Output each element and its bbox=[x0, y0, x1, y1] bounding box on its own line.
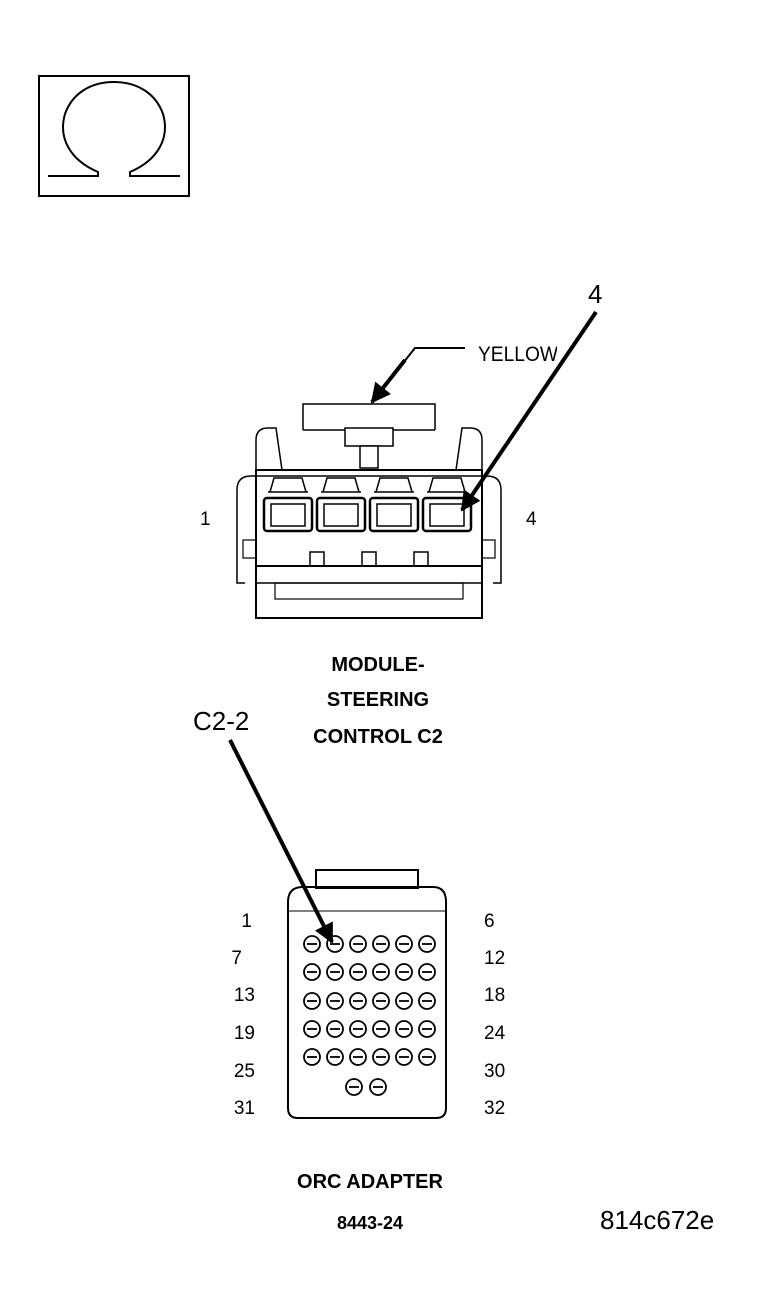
adapter-pin bbox=[418, 963, 436, 981]
adapter-pin bbox=[395, 935, 413, 953]
adapter-pin bbox=[395, 1048, 413, 1066]
adapter-pin bbox=[418, 992, 436, 1010]
adapter-pin bbox=[326, 963, 344, 981]
figure-id: 814c672e bbox=[600, 1205, 714, 1235]
terminal-cavities bbox=[262, 477, 473, 533]
adapter-pin bbox=[349, 1048, 367, 1066]
adapter-title: ORC ADAPTER bbox=[297, 1171, 443, 1193]
row-label-left: 19 bbox=[234, 1023, 255, 1044]
adapter-pin bbox=[303, 992, 321, 1010]
ohm-icon bbox=[48, 80, 180, 177]
adapter-row-labels-right: 6 12 18 24 30 32 bbox=[484, 911, 506, 1119]
wire-color-label: YELLOW bbox=[478, 343, 558, 366]
adapter-pin-grid bbox=[303, 935, 436, 1096]
adapter-pin bbox=[372, 963, 390, 981]
row-label-left: 13 bbox=[234, 985, 255, 1006]
adapter-pin bbox=[372, 1048, 390, 1066]
adapter-pin bbox=[326, 1020, 344, 1038]
adapter-pin bbox=[326, 992, 344, 1010]
adapter-pin bbox=[418, 935, 436, 953]
connector-title: MODULE- STEERING CONTROL C2 bbox=[313, 654, 443, 748]
row-label-right: 32 bbox=[484, 1098, 505, 1119]
wire-color-callout: YELLOW bbox=[370, 343, 558, 404]
pin-label-right: 4 bbox=[526, 509, 537, 530]
adapter-pin bbox=[345, 1078, 363, 1096]
adapter-row-labels-left: 1 7 13 19 25 31 bbox=[231, 911, 255, 1119]
adapter-pin bbox=[372, 1020, 390, 1038]
row-label-left: 25 bbox=[234, 1061, 255, 1082]
adapter-pin bbox=[395, 963, 413, 981]
row-label-left: 7 bbox=[231, 948, 242, 969]
terminal-cavity bbox=[315, 477, 367, 533]
row-label-right: 18 bbox=[484, 985, 505, 1006]
connector-title-line-2: STEERING bbox=[327, 689, 429, 711]
adapter-pin bbox=[326, 935, 344, 953]
row-label-left: 31 bbox=[234, 1098, 255, 1119]
row-label-right: 12 bbox=[484, 948, 505, 969]
terminal-cavity bbox=[421, 477, 473, 533]
row-label-right: 6 bbox=[484, 911, 495, 932]
adapter-pin bbox=[349, 963, 367, 981]
row-label-left: 1 bbox=[241, 911, 252, 932]
adapter-pin bbox=[326, 1048, 344, 1066]
adapter-pin bbox=[349, 992, 367, 1010]
orc-adapter-connector bbox=[287, 869, 447, 1119]
row-label-right: 24 bbox=[484, 1023, 506, 1044]
adapter-pin bbox=[303, 1020, 321, 1038]
adapter-part-number: 8443-24 bbox=[337, 1213, 403, 1233]
orc-callout-label: C2-2 bbox=[193, 706, 249, 736]
adapter-pin bbox=[395, 1020, 413, 1038]
pin-callout: 4 bbox=[460, 279, 602, 512]
adapter-pin bbox=[349, 1020, 367, 1038]
adapter-pin bbox=[349, 935, 367, 953]
adapter-pin bbox=[418, 1048, 436, 1066]
pin-callout-label: 4 bbox=[588, 279, 602, 309]
adapter-pin bbox=[395, 992, 413, 1010]
terminal-cavity bbox=[262, 477, 314, 533]
terminal-cavity bbox=[368, 477, 420, 533]
adapter-pin bbox=[372, 935, 390, 953]
adapter-pin bbox=[418, 1020, 436, 1038]
steering-connector bbox=[236, 403, 502, 619]
connector-title-line-1: MODULE- bbox=[331, 654, 424, 676]
adapter-pin bbox=[303, 935, 321, 953]
orc-callout: C2-2 bbox=[193, 706, 334, 944]
adapter-pin bbox=[303, 1048, 321, 1066]
row-label-right: 30 bbox=[484, 1061, 505, 1082]
connector-title-line-3: CONTROL C2 bbox=[313, 726, 443, 748]
pin-label-left: 1 bbox=[200, 509, 211, 530]
ohm-symbol bbox=[38, 75, 190, 197]
adapter-pin bbox=[372, 992, 390, 1010]
adapter-pin bbox=[369, 1078, 387, 1096]
adapter-pin bbox=[303, 963, 321, 981]
